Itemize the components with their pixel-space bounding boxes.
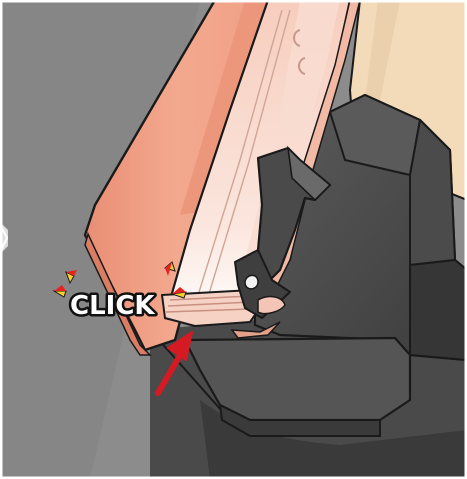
click-callout-label: CLICK: [70, 291, 155, 321]
latch-hook-hole: [245, 275, 258, 289]
bracket-lower-face: [410, 260, 467, 360]
